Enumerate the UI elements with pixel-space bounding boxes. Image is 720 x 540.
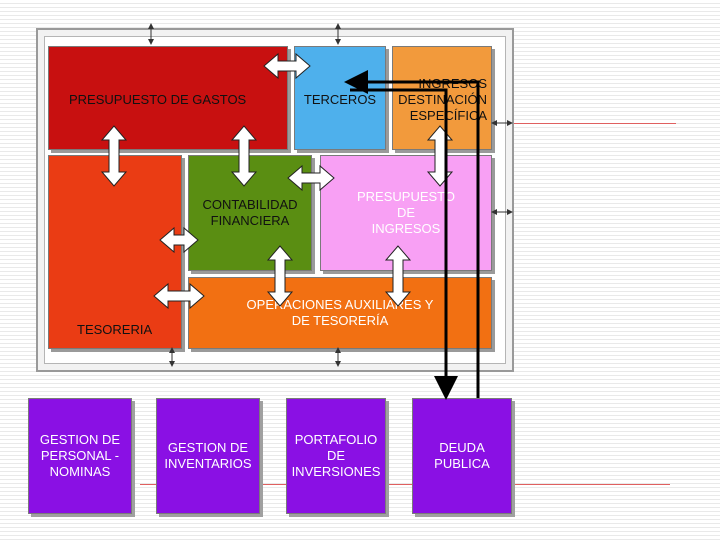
label-deuda-publica: DEUDA PUBLICA	[434, 440, 490, 471]
background-red-line-upper	[498, 123, 676, 124]
label-presupuesto-ingresos: PRESUPUESTO DE INGRESOS	[356, 189, 455, 236]
label-terceros: TERCEROS	[303, 92, 377, 107]
box-gestion-inventarios[interactable]: GESTION DE INVENTARIOS	[156, 398, 260, 514]
box-gestion-personal[interactable]: GESTION DE PERSONAL - NOMINAS	[28, 398, 132, 514]
box-operaciones-auxiliares[interactable]: OPERACIONES AUXILIARES Y DE TESORERÍA	[188, 277, 492, 349]
double-arrow-contabilidad-presupuesto	[287, 164, 335, 192]
box-deuda-publica[interactable]: DEUDA PUBLICA	[412, 398, 512, 514]
box-tesoreria[interactable]: TESORERIA	[48, 155, 182, 349]
label-portafolio-inversiones: PORTAFOLIO DE INVERSIONES	[291, 432, 381, 479]
label-gestion-personal: GESTION DE PERSONAL - NOMINAS	[39, 432, 121, 479]
double-arrow-presupuesto-operaciones	[384, 245, 412, 307]
double-arrow-gastos-terceros	[263, 52, 311, 80]
box-terceros[interactable]: TERCEROS	[294, 46, 386, 150]
double-arrow-tesoreria-contabilidad	[159, 226, 199, 254]
label-tesoreria: TESORERIA	[77, 322, 153, 337]
box-portafolio-inversiones[interactable]: PORTAFOLIO DE INVERSIONES	[286, 398, 386, 514]
connector-deuda-terceros	[344, 70, 480, 398]
double-arrow-gastos-tesoreria	[100, 125, 128, 187]
label-presupuesto-gastos: PRESUPUESTO DE GASTOS	[69, 92, 247, 107]
double-arrow-tesoreria-operaciones	[153, 282, 205, 310]
double-arrow-contabilidad-operaciones	[266, 245, 294, 307]
label-contabilidad-financiera: CONTABILIDAD FINANCIERA	[202, 197, 298, 228]
box-ingresos-destinacion[interactable]: INGRESOS DESTINACIÓN ESPECÍFICA	[392, 46, 492, 150]
background-red-line	[140, 484, 670, 485]
connector-terceros-deuda	[350, 88, 458, 400]
box-presupuesto-gastos[interactable]: PRESUPUESTO DE GASTOS	[48, 46, 288, 150]
label-gestion-inventarios: GESTION DE INVENTARIOS	[164, 440, 252, 471]
double-arrow-ingresos-presupuesto	[426, 125, 454, 187]
double-arrow-gastos-contabilidad	[230, 125, 258, 187]
